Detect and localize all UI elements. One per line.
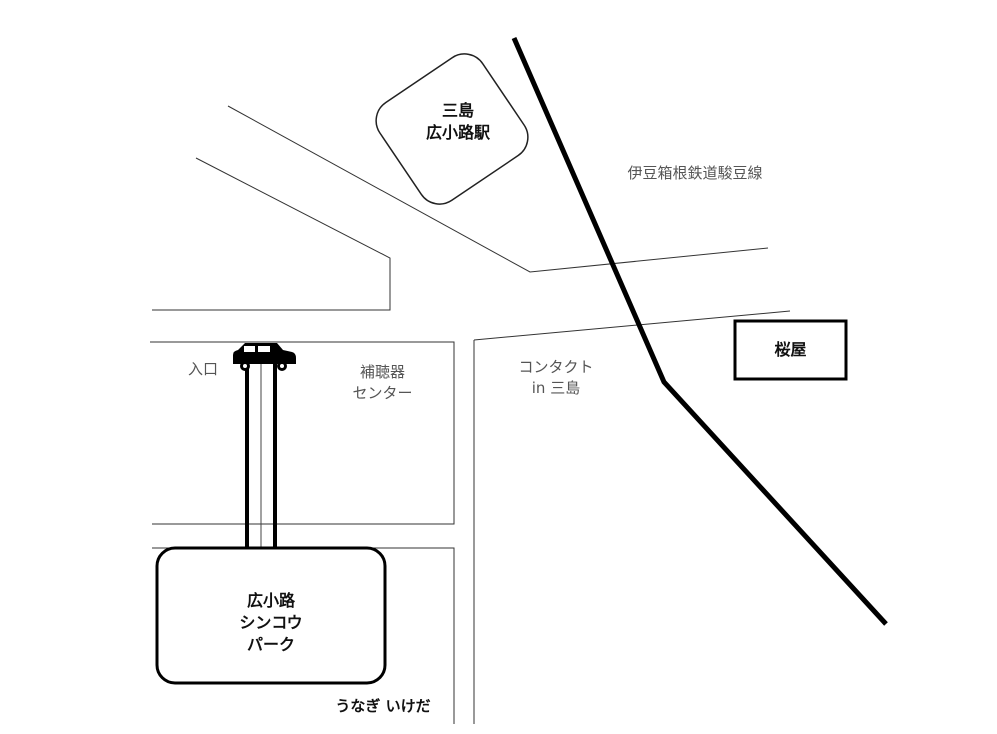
road-lower-left	[152, 157, 391, 311]
hearing-center-label: 補聴器 センター	[335, 362, 430, 404]
station-label: 三島 広小路駅	[408, 100, 508, 144]
parking-line1: 広小路	[246, 591, 295, 610]
railway-label: 伊豆箱根鉄道駿豆線	[627, 164, 763, 182]
contact-line2: in 三島	[531, 379, 581, 397]
sakuraya-box	[733, 319, 848, 381]
parking-line3: パーク	[246, 635, 295, 654]
station-label-line2: 広小路駅	[425, 123, 490, 142]
station-box	[375, 53, 529, 205]
car-icon	[233, 343, 296, 371]
road-upper	[227, 105, 769, 273]
parking-box	[155, 546, 387, 685]
hearing-center-line1: 補聴器	[359, 363, 405, 381]
parking-line2: シンコウ	[239, 613, 303, 632]
unagi-label: うなぎ いけだ	[335, 697, 431, 715]
railway-line	[511, 37, 888, 626]
road-right	[473, 310, 791, 341]
sakuraya-label: 桜屋	[774, 340, 807, 359]
block-hearing-center	[150, 341, 455, 525]
parking-label: 広小路 シンコウ パーク	[157, 590, 385, 656]
entrance-label: 入口	[187, 360, 218, 378]
hearing-center-line2: センター	[352, 384, 413, 402]
contact-line1: コンタクト	[518, 358, 594, 376]
station-label-line1: 三島	[441, 101, 474, 120]
contact-label: コンタクト in 三島	[496, 357, 616, 399]
